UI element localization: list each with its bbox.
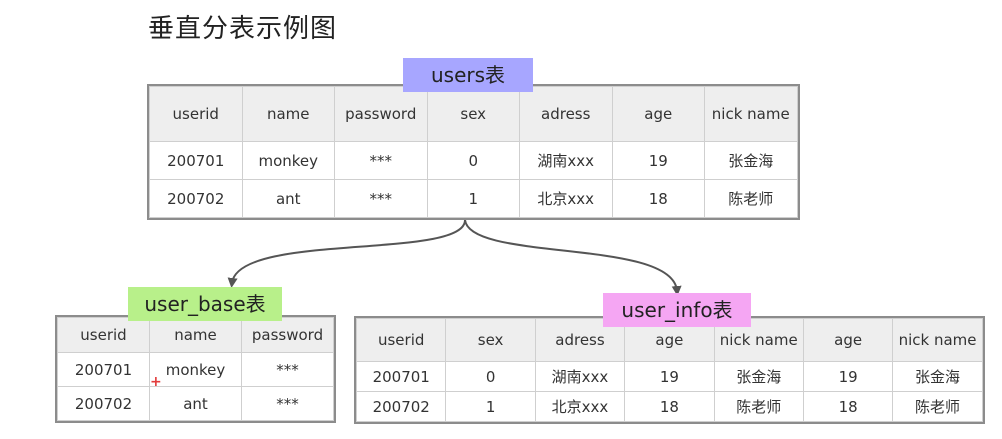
user-base-table-cell: 200702 [57,386,150,421]
users-table-cell: 200701 [149,141,243,180]
user-base-table-cell: monkey [149,352,242,387]
user-info-table-cell: 张金海 [892,361,983,392]
user-info-table-cell: 19 [624,361,715,392]
user-info-table-cell: 200701 [355,361,447,392]
user-info-table-cell: 陈老师 [892,391,983,422]
user-base-table-cell: *** [241,386,334,421]
users-table-cell: 湖南xxx [519,141,613,180]
crosshair-cursor-icon: + [150,374,162,390]
user-base-table-cell: 200701 [57,352,150,387]
user-info-column-header: userid [355,318,447,362]
arrow-to-user-base [227,219,466,288]
users-table-cell: 0 [426,141,520,180]
users-column-header: password [334,86,428,142]
user-info-table-cell: 200702 [355,391,447,422]
arrow-to-user-info [464,219,682,296]
user-info-table-cell: 陈老师 [713,391,804,422]
user-info-column-header: age [802,318,894,362]
user-base-column-header: userid [57,317,150,353]
users-table-cell: 张金海 [704,141,798,180]
user-info-table-cell: 湖南xxx [534,361,626,392]
user-info-table-cell: 1 [445,391,536,422]
users-column-header: userid [149,86,243,142]
users-table-cell: *** [334,179,428,218]
user-info-column-header: nick name [892,318,983,362]
page-title: 垂直分表示例图 [148,14,338,44]
users-table-cell: monkey [241,141,335,180]
user-info-column-header: sex [445,318,536,362]
user-base-column-header: password [241,317,334,353]
users-table-cell: ant [241,179,335,218]
user-base-table-cell: *** [241,352,334,387]
users-table-cell: *** [334,141,428,180]
users-column-header: sex [426,86,520,142]
users-table-cell: 北京xxx [519,179,613,218]
users-table-cell: 18 [611,179,705,218]
user-base-table-cell: ant [149,386,242,421]
users-column-header: age [611,86,705,142]
user-info-table-label: user_info表 [603,293,751,327]
user-info-table-cell: 张金海 [713,361,804,392]
users-column-header: name [241,86,335,142]
user-info-table-cell: 18 [802,391,894,422]
user-base-column-header: name [149,317,242,353]
users-table-cell: 陈老师 [704,179,798,218]
users-column-header: adress [519,86,613,142]
users-table-label: users表 [403,58,533,92]
user-info-table-cell: 18 [624,391,715,422]
users-column-header: nick name [704,86,798,142]
user-info-table-cell: 19 [802,361,894,392]
users-table-cell: 19 [611,141,705,180]
user-info-column-header: nick name [713,318,804,362]
users-table-cell: 200702 [149,179,243,218]
user-info-table-cell: 0 [445,361,536,392]
user-base-table-label: user_base表 [128,287,282,321]
users-table-cell: 1 [426,179,520,218]
user-info-table-cell: 北京xxx [534,391,626,422]
